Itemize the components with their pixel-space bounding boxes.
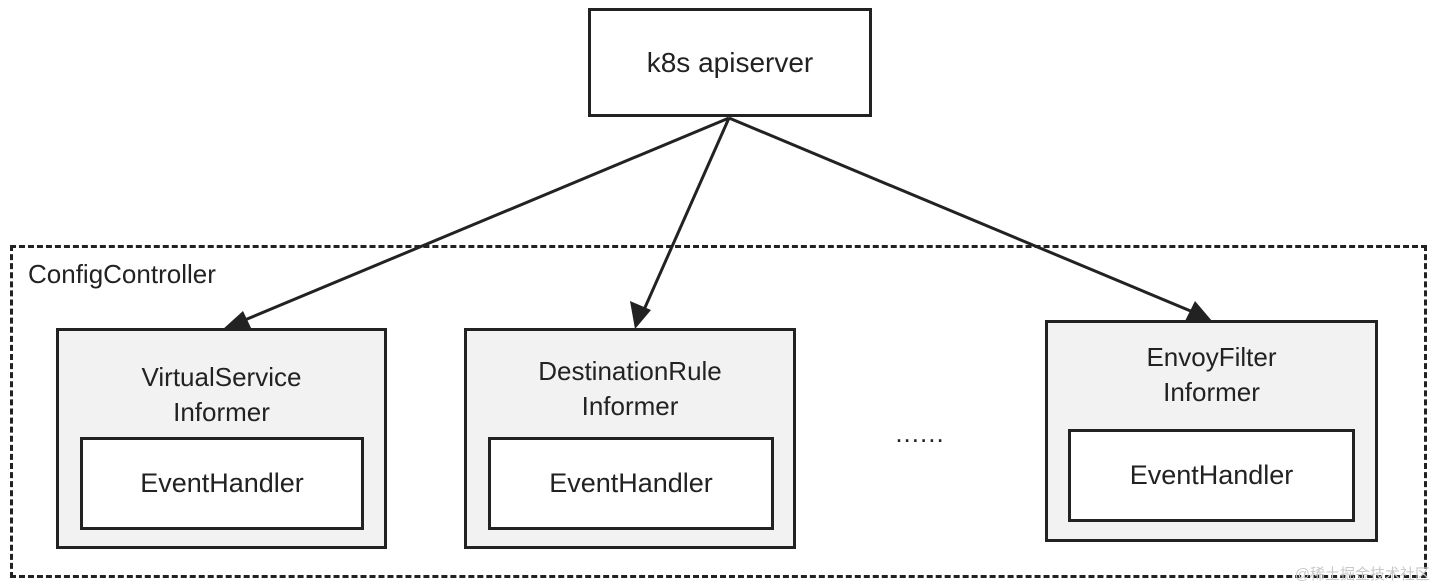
informer-title-line1: EnvoyFilter [1146,342,1277,372]
destinationrule-informer: DestinationRule Informer EventHandler [464,328,796,549]
envoyfilter-eventhandler: EventHandler [1068,429,1355,522]
config-controller-group [10,245,1427,578]
k8s-apiserver-label: k8s apiserver [646,46,814,78]
virtualservice-eventhandler: EventHandler [80,437,364,530]
destinationrule-eventhandler: EventHandler [488,437,774,530]
informer-title-line2: Informer [1163,377,1260,407]
config-controller-label: ConfigController [28,259,216,289]
envoyfilter-informer-title: EnvoyFilter Informer [1048,340,1375,410]
virtualservice-informer-title: VirtualService Informer [59,360,384,430]
envoyfilter-informer: EnvoyFilter Informer EventHandler [1045,320,1378,542]
informer-title-line2: Informer [581,391,679,421]
informer-title-line2: Informer [173,397,270,427]
virtualservice-informer: VirtualService Informer EventHandler [56,328,387,549]
watermark: @稀土掘金技术社区 [1294,566,1430,583]
informer-title-line1: DestinationRule [538,356,722,386]
k8s-apiserver-box: k8s apiserver [588,8,872,117]
informer-title-line1: VirtualService [141,362,302,392]
more-informers-ellipsis: ...... [895,418,945,448]
destinationrule-informer-title: DestinationRule Informer [467,354,793,424]
